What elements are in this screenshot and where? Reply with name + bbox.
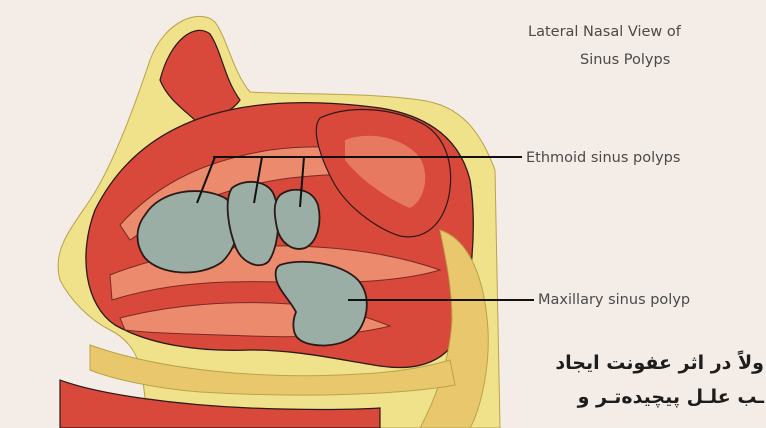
persian-text-line-2: ـب علـل پیچیده‌تـر و: [578, 386, 764, 408]
persian-text-line-1: ولاً در اثر عفونت ایجاد: [555, 352, 764, 374]
diagram-title-line-1: Lateral Nasal View of: [528, 24, 681, 40]
ethmoid-polyps-label: Ethmoid sinus polyps: [526, 150, 680, 166]
diagram-title-line-2: Sinus Polyps: [580, 52, 670, 68]
ethmoid-polyp-small: [275, 190, 320, 249]
maxillary-polyp-label: Maxillary sinus polyp: [538, 292, 690, 308]
